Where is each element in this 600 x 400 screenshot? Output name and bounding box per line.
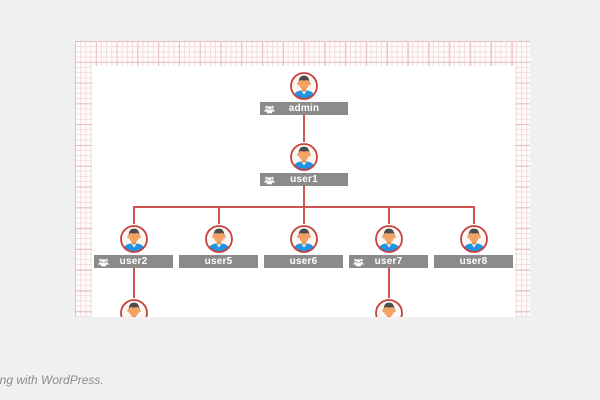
group-icon — [264, 175, 275, 185]
user-avatar-icon[interactable] — [119, 224, 149, 254]
connector-user2-down — [133, 268, 135, 298]
node-label: user5 — [204, 256, 233, 267]
node-label: user1 — [290, 174, 318, 185]
connector-user7-down — [388, 268, 390, 298]
connector-stub-user6 — [303, 206, 305, 224]
site-footer: ing with WordPress. — [0, 373, 104, 387]
node-label-bar[interactable]: admin — [260, 102, 348, 115]
connector-stub-user7 — [388, 206, 390, 224]
user-avatar-icon[interactable] — [374, 298, 404, 317]
node-label-bar[interactable]: user1 — [260, 173, 348, 186]
genealogical-tree-widget: admin user1 — [75, 41, 530, 317]
user-avatar-icon[interactable] — [289, 142, 319, 172]
footer-text: ing with WordPress. — [0, 373, 104, 387]
node-label: user2 — [119, 256, 148, 267]
connector-admin-user1 — [303, 115, 305, 142]
user-avatar-icon[interactable] — [119, 298, 149, 317]
user-avatar-icon[interactable] — [204, 224, 234, 254]
node-label-bar[interactable]: user5 — [179, 255, 258, 268]
node-label-bar[interactable]: user2 — [94, 255, 173, 268]
user-avatar-icon[interactable] — [459, 224, 489, 254]
node-label: admin — [288, 103, 320, 114]
user-avatar-icon[interactable] — [374, 224, 404, 254]
node-label-bar[interactable]: user8 — [434, 255, 513, 268]
connector-stub-user2 — [133, 206, 135, 224]
connector-stub-user8 — [473, 206, 475, 224]
group-icon — [98, 257, 109, 267]
node-label: user8 — [459, 256, 488, 267]
group-icon — [353, 257, 364, 267]
node-label-bar[interactable]: user6 — [264, 255, 343, 268]
connector-user1-down — [303, 186, 305, 206]
user-avatar-icon[interactable] — [289, 71, 319, 101]
group-icon — [264, 104, 275, 114]
node-label: user6 — [289, 256, 318, 267]
node-label: user7 — [374, 256, 403, 267]
node-label-bar[interactable]: user7 — [349, 255, 428, 268]
user-avatar-icon[interactable] — [289, 224, 319, 254]
tree-panel: admin user1 — [92, 66, 515, 317]
connector-stub-user5 — [218, 206, 220, 224]
